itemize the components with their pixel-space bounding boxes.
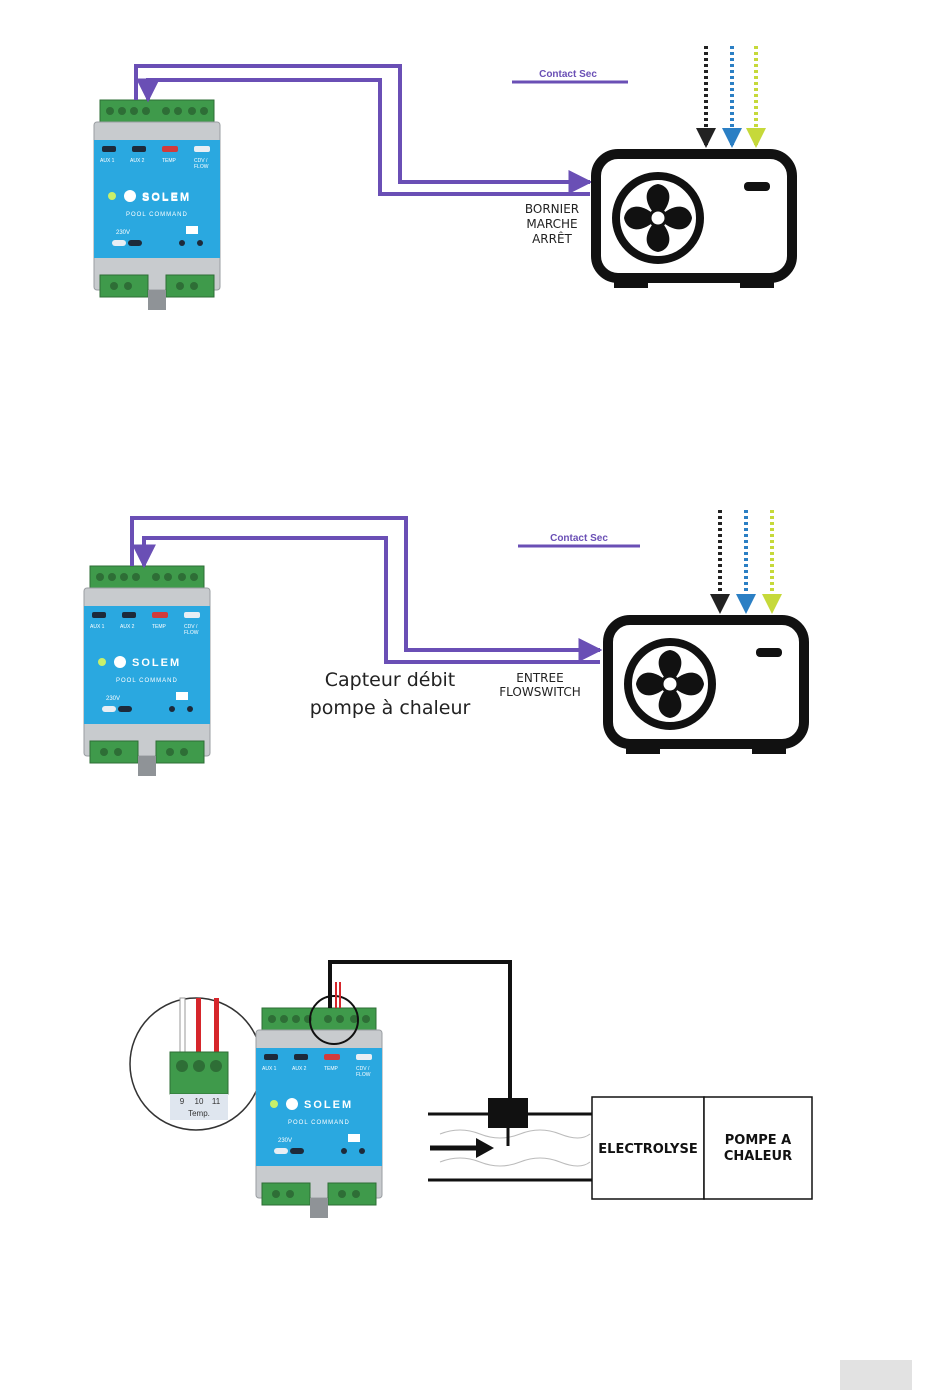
- electrolyse-label: ELECTROLYSE: [598, 1142, 697, 1157]
- flow-arrow-icon: [430, 1138, 494, 1158]
- caption-line-2: pompe à chaleur: [310, 697, 471, 719]
- controller-brand: SOLEM: [142, 192, 191, 204]
- diagram-2: Contact Sec ENTREE FLOWSWITCH Capteur dé…: [84, 510, 804, 776]
- heat-pump-fan-icon: [596, 154, 792, 288]
- heat-pump-fan-icon-2: [608, 620, 804, 754]
- diagram-3: 9 10 11 Temp. ELECTROLYSE POMPE A CHALEU…: [130, 962, 812, 1218]
- terminal-label-line-3: ARRÊT: [532, 231, 572, 246]
- heat-pump-label-line-2: CHALEUR: [724, 1149, 792, 1164]
- controller-2: [84, 566, 210, 776]
- pipe-sensor: [488, 1098, 528, 1128]
- controller-1: SOLEM: [94, 100, 220, 310]
- heat-pump-label-line-1: POMPE A: [725, 1133, 792, 1148]
- diagram-1: SOLEM Contact Sec BORNIER MARCHE ARRÊT: [94, 46, 792, 310]
- contact-sec-label-2: Contact Sec: [550, 533, 608, 544]
- page-number-tab: [840, 1360, 912, 1390]
- contact-sec-label: Contact Sec: [539, 69, 597, 80]
- terminal-11: 11: [212, 1097, 221, 1106]
- wire-in-2: [144, 538, 600, 662]
- terminal-10: 10: [195, 1097, 204, 1106]
- terminal-caption: Temp.: [188, 1109, 210, 1118]
- flowswitch-label-line-2: FLOWSWITCH: [499, 685, 581, 699]
- terminal-label-line-2: MARCHE: [526, 217, 577, 231]
- heat-pump-box: [704, 1097, 812, 1199]
- terminal-9: 9: [180, 1097, 185, 1106]
- caption-line-1: Capteur débit: [325, 669, 456, 691]
- flowswitch-label-line-1: ENTREE: [516, 671, 563, 685]
- terminal-label-line-1: BORNIER: [525, 202, 579, 216]
